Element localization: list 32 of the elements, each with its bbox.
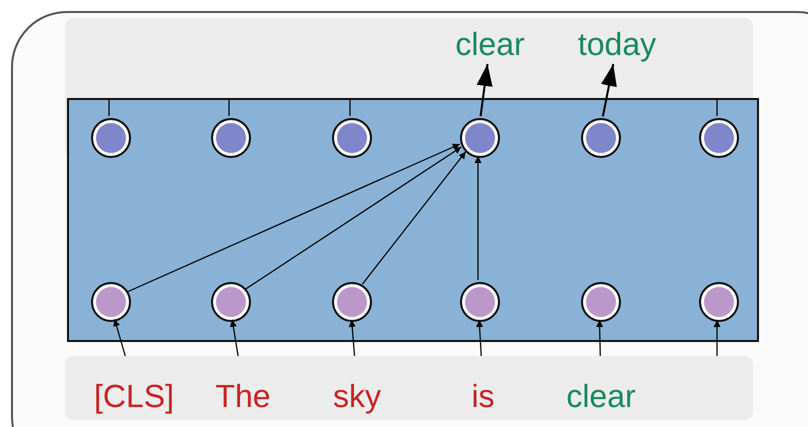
embedding-circle: [91, 118, 131, 158]
embedding-circle: [699, 118, 739, 158]
connector-line: [716, 98, 718, 116]
token-label: [CLS]: [84, 356, 184, 416]
token-label: sky: [307, 356, 407, 416]
connector-line: [108, 98, 110, 116]
embedding-circle: [332, 118, 372, 158]
embedding-circle: [332, 282, 372, 322]
connector-line: [228, 98, 230, 116]
embedding-circle: [581, 118, 621, 158]
arrow: [596, 320, 604, 356]
arrow: [714, 320, 720, 356]
token-label: clear: [551, 356, 651, 416]
arrow: [348, 320, 356, 356]
token-label: clear: [440, 26, 540, 64]
encoder-block: [67, 98, 759, 342]
arrow: [127, 144, 460, 292]
arrow: [362, 151, 466, 285]
token-label: today: [567, 26, 667, 64]
embedding-circle: [211, 282, 251, 322]
token-label: The: [193, 356, 293, 416]
embedding-circle: [91, 282, 131, 322]
arrow: [245, 146, 462, 290]
token-label: is: [433, 356, 533, 416]
embedding-circle: [581, 282, 621, 322]
embedding-circle: [460, 118, 500, 158]
connector-line: [349, 98, 351, 116]
arrow: [474, 156, 482, 280]
embedding-circle: [699, 282, 739, 322]
arrow: [476, 320, 484, 356]
embedding-circle: [460, 282, 500, 322]
embedding-circle: [211, 118, 251, 158]
